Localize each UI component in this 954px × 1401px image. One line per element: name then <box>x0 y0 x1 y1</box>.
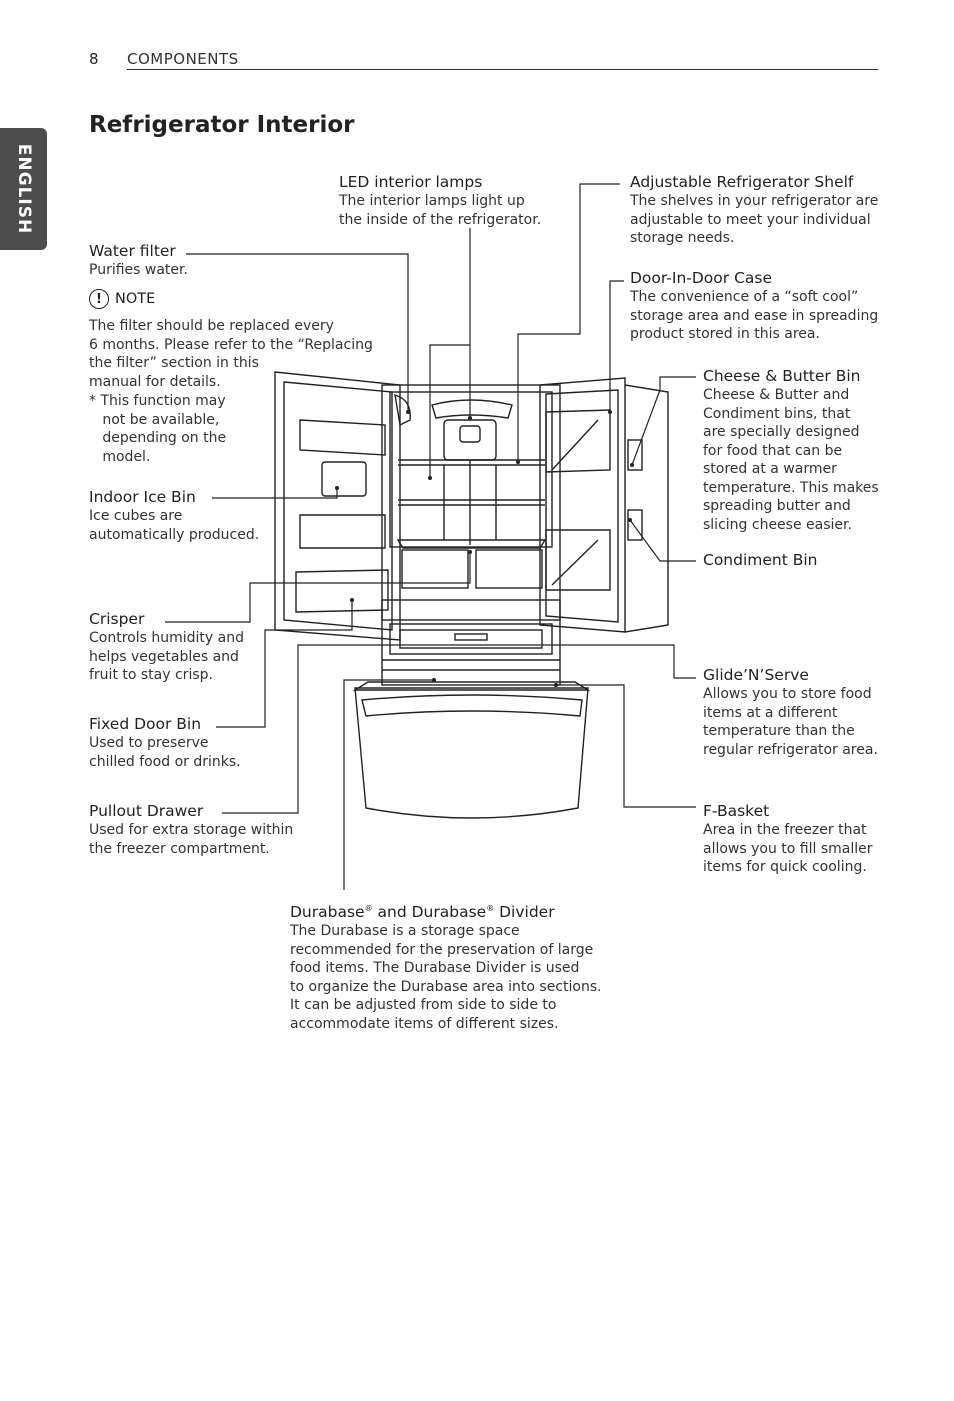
led-label: LED interior lamps <box>339 173 483 191</box>
exclamation-icon: ! <box>89 289 109 309</box>
callout-durabase: Durabase® and Durabase® Divider The Dura… <box>290 899 602 1033</box>
language-tab: ENGLISH <box>0 128 47 250</box>
callout-crisper: Crisper Controls humidity and helps vege… <box>89 610 244 685</box>
led-desc: The interior lamps light up the inside o… <box>339 193 542 228</box>
glide-desc: Allows you to store food items at a diff… <box>703 686 878 758</box>
leader-did <box>609 280 624 412</box>
callout-fbasket: F-Basket Area in the freezer that allows… <box>703 802 873 877</box>
note-label: NOTE <box>115 291 156 307</box>
crisper-desc: Controls humidity and helps vegetables a… <box>89 630 244 683</box>
refrigerator-cabinet <box>381 384 561 686</box>
did-case-upper <box>545 409 611 473</box>
header-rule <box>127 69 878 70</box>
freezer-handle <box>361 694 583 717</box>
leader-lines <box>165 183 696 890</box>
fbasket-label: F-Basket <box>703 802 770 820</box>
ice-bin-desc: Ice cubes are automatically produced. <box>89 508 260 543</box>
did-label: Door-In-Door Case <box>630 269 772 287</box>
leader-ice-bin <box>212 488 338 499</box>
water-filter-label: Water filter <box>89 242 176 260</box>
ice-maker-panel <box>321 461 367 497</box>
leader-durabase <box>343 679 434 890</box>
cheese-bin-shape <box>627 439 643 471</box>
ice-bin-label: Indoor Ice Bin <box>89 488 196 506</box>
shelf-lower <box>398 499 545 506</box>
shelf-label: Adjustable Refrigerator Shelf <box>630 173 854 191</box>
water-filter-desc: Purifies water. <box>89 262 188 278</box>
freezer-drawer <box>354 687 589 819</box>
note-text: The filter should be replaced every 6 mo… <box>89 318 373 390</box>
leader-water-filter <box>186 253 409 412</box>
note-bullet: * This function may not be available, de… <box>89 393 227 465</box>
callout-water-filter: Water filter Purifies water. <box>89 242 188 280</box>
section-title: COMPONENTS <box>127 50 239 68</box>
cheese-label: Cheese & Butter Bin <box>703 367 861 385</box>
left-door <box>274 371 401 641</box>
left-door-bin-upper <box>299 419 386 456</box>
page-title: Refrigerator Interior <box>89 112 355 138</box>
leader-cheese <box>631 376 696 466</box>
leader-shelf <box>517 183 620 462</box>
crisper-right <box>475 549 543 589</box>
note-heading: ! NOTE <box>89 289 155 309</box>
left-door-bin-middle <box>299 514 386 549</box>
fixed-door-bin-desc: Used to preserve chilled food or drinks. <box>89 735 241 770</box>
leader-dots <box>335 410 634 687</box>
callout-led: LED interior lamps The interior lamps li… <box>339 173 541 229</box>
crisper-left <box>401 549 469 589</box>
callout-condiment: Condiment Bin <box>703 551 818 570</box>
callout-shelf: Adjustable Refrigerator Shelf The shelve… <box>630 173 878 248</box>
glide-label: Glide’N’Serve <box>703 666 809 684</box>
condiment-bin-shape <box>627 509 643 541</box>
divider-panel <box>381 599 561 621</box>
page-number: 8 <box>89 50 99 68</box>
callout-glide: Glide’N’Serve Allows you to store food i… <box>703 666 878 759</box>
refrigerator-illustration <box>274 371 669 819</box>
durabase-label: Durabase® and Durabase® Divider <box>290 903 555 922</box>
callout-fixed-door-bin: Fixed Door Bin Used to preserve chilled … <box>89 715 241 771</box>
shelf-upper <box>398 459 545 466</box>
callout-pullout: Pullout Drawer Used for extra storage wi… <box>89 802 293 858</box>
cheese-desc: Cheese & Butter and Condiment bins, that… <box>703 387 879 533</box>
leader-fixed-door-bin <box>216 600 353 728</box>
fbasket-desc: Area in the freezer that allows you to f… <box>703 822 873 875</box>
led-lamp-housing <box>431 399 513 419</box>
callout-did: Door-In-Door Case The convenience of a “… <box>630 269 878 344</box>
leader-fbasket <box>556 684 696 808</box>
right-door-outer <box>624 384 669 633</box>
callout-cheese: Cheese & Butter Bin Cheese & Butter and … <box>703 367 879 534</box>
right-door <box>539 377 626 633</box>
shelf-desc: The shelves in your refrigerator are adj… <box>630 193 879 246</box>
pullout-desc: Used for extra storage within the freeze… <box>89 822 294 857</box>
leader-crisper <box>165 552 471 623</box>
glide-n-serve-drawer <box>389 623 553 655</box>
leader-led-branch <box>429 344 470 478</box>
did-case-lower <box>545 529 611 591</box>
callout-ice-bin: Indoor Ice Bin Ice cubes are automatical… <box>89 488 259 544</box>
crisper-label: Crisper <box>89 610 145 628</box>
fixed-door-bin-label: Fixed Door Bin <box>89 715 202 733</box>
durabase-desc: The Durabase is a storage space recommen… <box>290 923 602 1032</box>
left-door-bin-lower <box>295 569 389 613</box>
pullout-label: Pullout Drawer <box>89 802 204 820</box>
leader-condiment <box>629 519 696 562</box>
did-desc: The convenience of a “soft cool” storage… <box>630 289 879 342</box>
leader-glide <box>222 644 696 814</box>
condiment-label: Condiment Bin <box>703 551 818 569</box>
